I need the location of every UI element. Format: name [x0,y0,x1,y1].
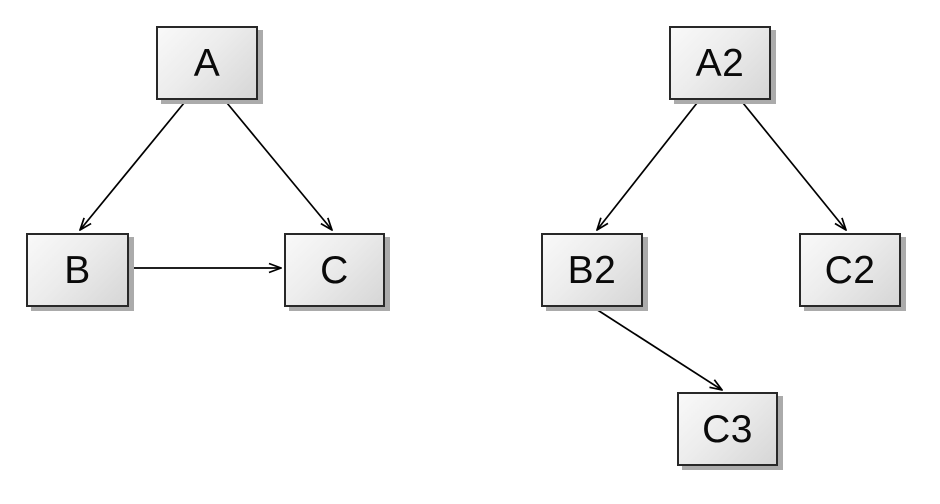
node-A[interactable]: A [156,26,258,100]
node-B[interactable]: B [26,233,129,307]
node-C3[interactable]: C3 [677,392,778,466]
edge-A-C [226,102,332,230]
node-B2[interactable]: B2 [541,233,643,307]
edge-B2-C3 [595,308,722,390]
node-C2-label: C2 [824,248,876,292]
node-B-label: B [64,248,91,292]
node-C-label: C [320,248,349,292]
node-A2[interactable]: A2 [669,26,771,100]
node-A-label: A [193,41,221,85]
node-B2-label: B2 [567,248,617,292]
node-A2-label: A2 [695,41,745,85]
edge-A2-C2 [742,102,846,230]
node-C2[interactable]: C2 [799,233,901,307]
node-C3-label: C3 [702,407,753,451]
edge-A-B [80,102,185,230]
node-C[interactable]: C [284,233,385,307]
edge-A2-B2 [597,102,698,230]
